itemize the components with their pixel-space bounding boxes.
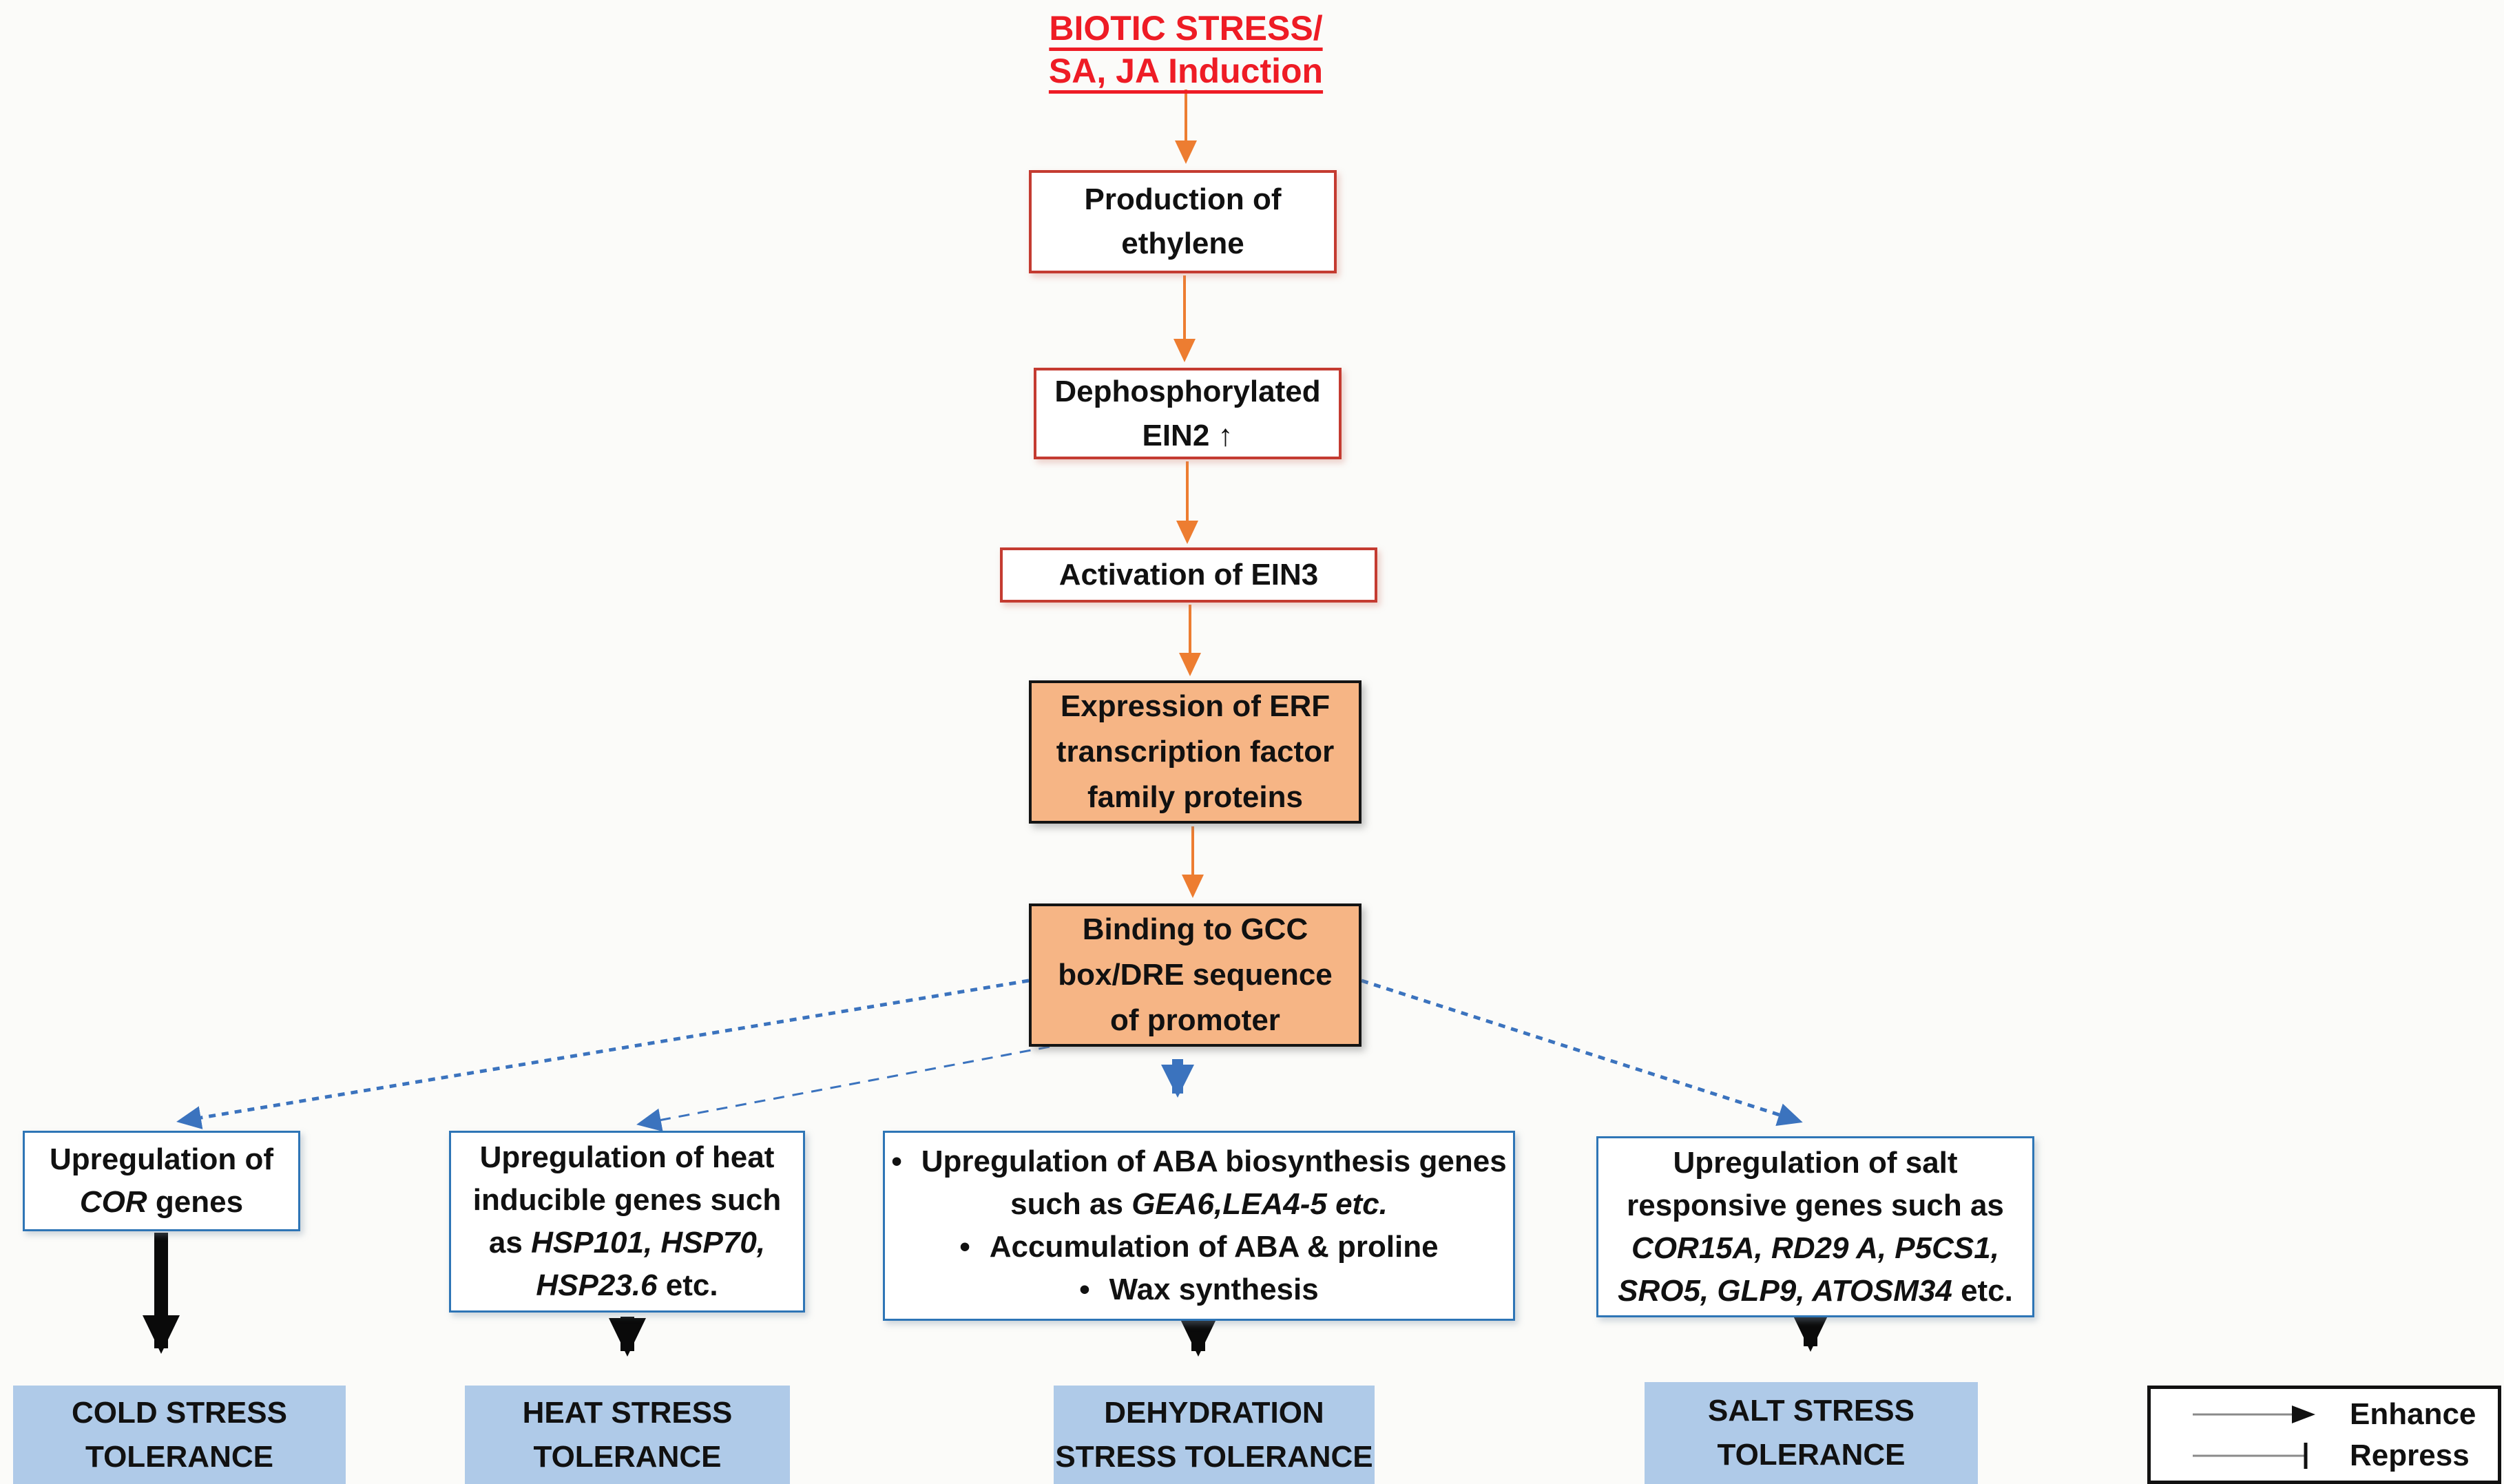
text-segment: inducible genes such (472, 1183, 782, 1217)
text-line: such as GEA6,LEA4-5 etc. (1010, 1183, 1388, 1226)
text-line: HEAT STRESS (522, 1395, 733, 1430)
text-segment: responsive genes such as (1627, 1188, 2004, 1222)
text-line: SALT STRESS (1708, 1394, 1914, 1428)
box-salt-responsive-genes: Upregulation of salt responsive genes suc… (1596, 1136, 2034, 1317)
text-line: STRESS TOLERANCE (1055, 1439, 1373, 1474)
text-line: HSP23.6 etc. (536, 1264, 718, 1307)
text-segment: • (959, 1230, 970, 1264)
text-line: EIN2 ↑ (1142, 418, 1233, 452)
text-line: BIOTIC STRESS/ (1049, 9, 1323, 48)
text-line: TOLERANCE (533, 1439, 722, 1474)
legend-label-enhance: Enhance (2350, 1397, 2476, 1431)
repress-bar-icon (2193, 1442, 2308, 1469)
legend-row-enhance: Enhance (2189, 1397, 2498, 1432)
box-aba-biosynthesis: • Upregulation of ABA biosynthesis genes s… (883, 1131, 1515, 1321)
text-segment: Upregulation of heat (479, 1140, 775, 1174)
arrow-gcc-to-heat (636, 1045, 1050, 1132)
text-line: ethylene (1121, 227, 1244, 260)
gene-name-text: HSP23.6 (536, 1268, 658, 1302)
text-segment: etc. (657, 1268, 718, 1302)
text-line: SRO5, GLP9, ATOSM34 etc. (1618, 1270, 2013, 1313)
text-segment: such as (1010, 1187, 1132, 1221)
box-cold-stress-tolerance: COLD STRESS TOLERANCE (13, 1386, 346, 1484)
arrow-gcc-to-cor (176, 979, 1030, 1129)
text-line: • Accumulation of ABA & proline (959, 1226, 1438, 1268)
gene-name-text: COR (79, 1185, 147, 1219)
gene-name-text: SRO5, GLP9, ATOSM34 (1618, 1273, 1952, 1308)
text-line: Production of (1084, 182, 1282, 216)
text-line: • Wax synthesis (1079, 1268, 1318, 1311)
text-line: Activation of EIN3 (1058, 558, 1319, 592)
box-production-of-ethylene: Production of ethylene (1029, 170, 1337, 273)
diagram-title: BIOTIC STRESS/SA, JA Induction (979, 7, 1392, 92)
text-line: inducible genes such (473, 1179, 781, 1222)
box-erf-expression: Expression of ERF transcription factor fam… (1029, 680, 1361, 824)
box-heat-inducible-genes: Upregulation of heat inducible genes such… (449, 1131, 805, 1313)
text-line: • Upregulation of ABA biosynthesis genes (891, 1140, 1506, 1183)
box-dehydration-stress-tolerance: DEHYDRATION STRESS TOLERANCE (1054, 1386, 1375, 1484)
text-segment: etc. (1952, 1273, 2013, 1308)
gene-name-text: COR15A, RD29 A, P5CS1, (1631, 1231, 1999, 1265)
text-segment: • (891, 1145, 902, 1178)
text-line: TOLERANCE (85, 1439, 273, 1474)
text-segment: Upregulation of (49, 1142, 274, 1176)
legend-row-repress: Repress (2189, 1439, 2498, 1473)
text-line: box/DRE sequence (1058, 958, 1333, 992)
box-gcc-binding: Binding to GCC box/DRE sequence of promote… (1029, 903, 1361, 1047)
text-line: Upregulation of salt (1673, 1142, 1957, 1184)
box-cor-genes: Upregulation of COR genes (23, 1131, 300, 1231)
text-line: Upregulation of (50, 1138, 273, 1181)
text-line: SA, JA Induction (1048, 52, 1324, 90)
text-line: COR genes (80, 1181, 243, 1224)
text-line: Dephosphorylated (1054, 374, 1321, 408)
text-line: Binding to GCC (1082, 912, 1308, 946)
text-line: TOLERANCE (1717, 1438, 1906, 1472)
text-segment: genes (147, 1185, 244, 1219)
text-line: transcription factor (1056, 735, 1335, 769)
text-segment: Upregulation of ABA biosynthesis genes (921, 1145, 1507, 1178)
text-line: COR15A, RD29 A, P5CS1, (1631, 1227, 1999, 1270)
text-line: responsive genes such as (1627, 1184, 2004, 1227)
text-line: family proteins (1087, 780, 1303, 814)
text-segment: Accumulation of ABA & proline (989, 1230, 1439, 1264)
text-line: of promoter (1110, 1003, 1280, 1037)
text-line: Expression of ERF (1060, 689, 1331, 723)
text-line: as HSP101, HSP70, (489, 1222, 765, 1264)
gene-name-text: GEA6,LEA4-5 etc. (1131, 1187, 1388, 1221)
box-salt-stress-tolerance: SALT STRESS TOLERANCE (1645, 1382, 1978, 1484)
text-line: COLD STRESS (72, 1395, 287, 1430)
legend-box: Enhance Repress (2147, 1386, 2501, 1484)
box-heat-stress-tolerance: HEAT STRESS TOLERANCE (465, 1386, 790, 1484)
enhance-arrow-icon (2193, 1405, 2315, 1423)
arrow-gcc-to-salt (1361, 979, 1803, 1127)
box-activation-of-ein3: Activation of EIN3 (1000, 547, 1377, 603)
text-segment: Wax synthesis (1109, 1273, 1319, 1306)
legend-label-repress: Repress (2350, 1438, 2470, 1472)
text-segment: • (1079, 1273, 1090, 1306)
gene-name-text: HSP101, HSP70, (531, 1226, 766, 1260)
text-line: DEHYDRATION (1104, 1395, 1324, 1430)
text-segment: as (488, 1226, 532, 1260)
text-segment: Upregulation of salt (1673, 1145, 1958, 1180)
text-line: Upregulation of heat (480, 1136, 775, 1179)
